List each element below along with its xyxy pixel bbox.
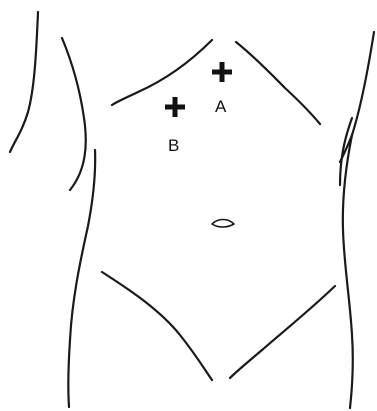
marker-b-plus-icon — [165, 97, 185, 117]
left-flank-upper — [62, 38, 86, 190]
inguinal-line-left — [102, 272, 212, 380]
inguinal-line-right — [230, 286, 335, 378]
point-label-a: A — [215, 98, 226, 115]
navel-outline — [212, 220, 234, 228]
right-flank-lower — [343, 135, 353, 408]
left-arm-outline — [10, 12, 38, 152]
rib-margin-left — [112, 40, 212, 105]
marker-a-plus-icon — [212, 62, 232, 82]
point-label-b: B — [168, 137, 179, 154]
rib-margin-right — [236, 42, 320, 124]
